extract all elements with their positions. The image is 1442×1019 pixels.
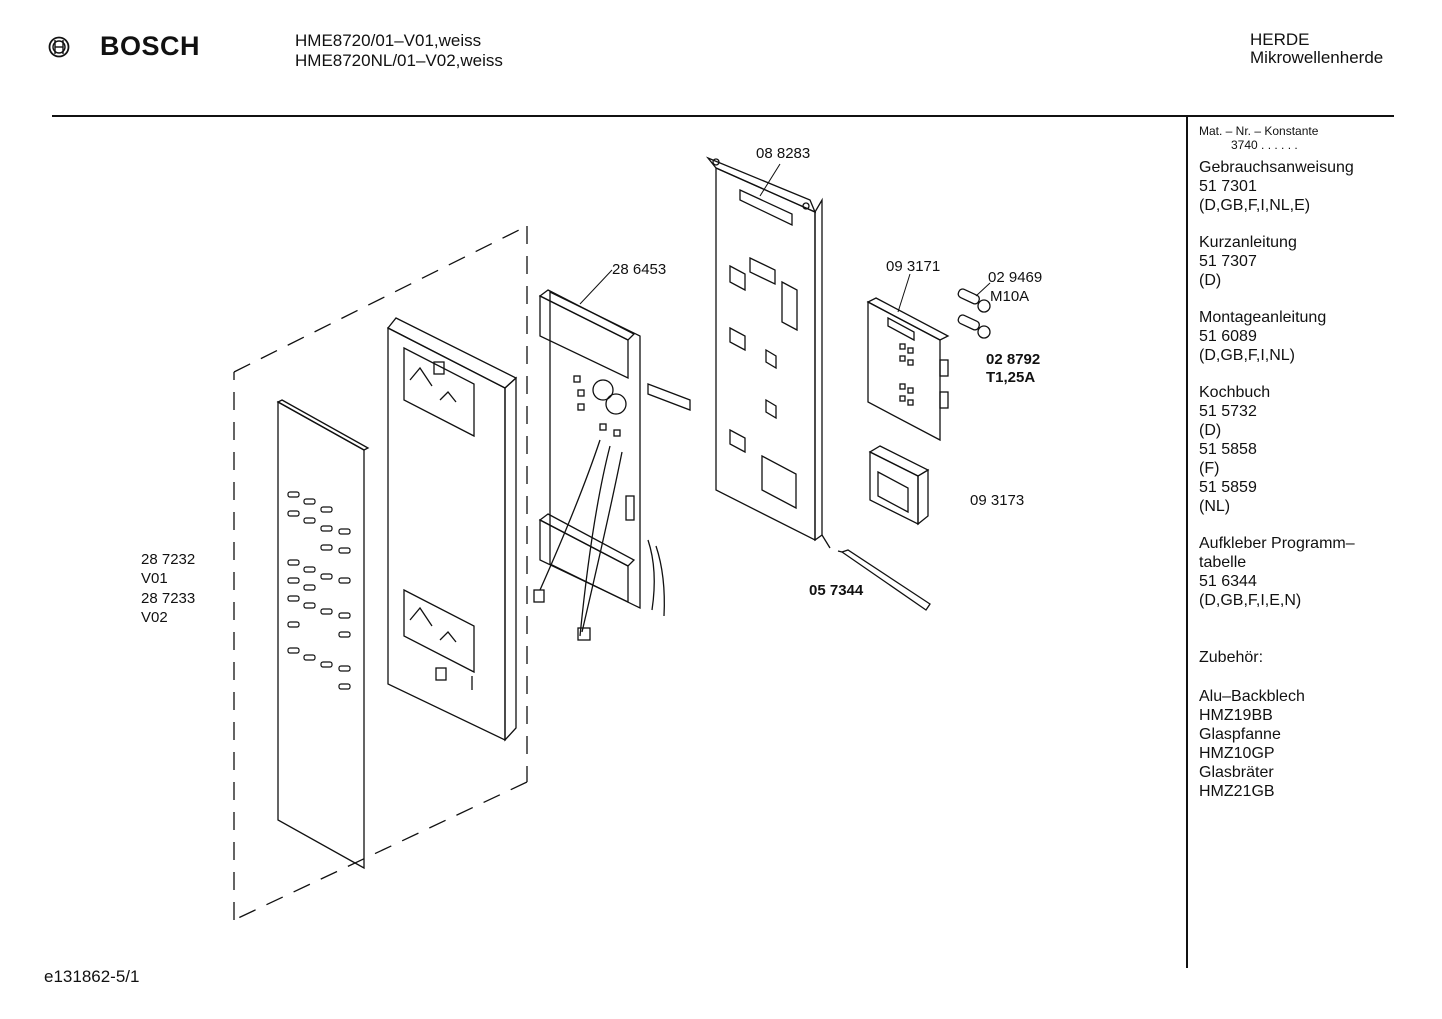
mat-value: 3740 . . . . . . [1231, 138, 1298, 152]
sidebar-line: Montageanleitung [1199, 309, 1327, 326]
sidebar-line: tabelle [1199, 554, 1247, 571]
sidebar-line: Alu–Backblech [1199, 688, 1305, 705]
sidebar-group: Kochbuch 51 5732 (D) 51 5858 (F) 51 5859 (NL) [1199, 383, 1429, 516]
sidebar-line: Aufkleber Programm– [1199, 535, 1355, 552]
sidebar-line: 51 7301 [1199, 178, 1257, 195]
mat-label: Mat. – Nr. – Konstante [1199, 124, 1319, 138]
sidebar-group: Aufkleber Programm– tabelle 51 6344 (D,GB,F… [1199, 534, 1429, 610]
label-287233: 28 7233 [141, 590, 196, 607]
document-code: e131862-5/1 [44, 967, 140, 986]
sidebar-line: (D,GB,F,I,NL) [1199, 347, 1296, 364]
model-line-1: HME8720/01–V01,weiss [295, 31, 482, 50]
dashed-frame [233, 225, 528, 921]
sidebar-line: (F) [1199, 460, 1220, 477]
sidebar-line: HMZ19BB [1199, 707, 1273, 724]
sidebar-line: (D,GB,F,I,NL,E) [1199, 197, 1311, 214]
bosch-armature-icon [48, 36, 70, 57]
panel-frame [386, 317, 518, 742]
label-287232: 28 7232 [141, 551, 196, 568]
sidebar-line: 51 6089 [1199, 328, 1257, 345]
label-093173: 09 3173 [970, 492, 1025, 509]
sidebar-line: Zubehör: [1199, 649, 1264, 666]
sidebar-line: (D,GB,F,I,E,N) [1199, 592, 1302, 609]
label-t125a: T1,25A [986, 369, 1036, 386]
sidebar-group: Kurzanleitung 51 7307 (D) [1199, 233, 1429, 290]
sidebar-line: 51 6344 [1199, 573, 1257, 590]
sidebar-line: 51 5732 [1199, 403, 1257, 420]
sidebar-group: Zubehör: [1199, 648, 1429, 667]
sidebar-line: Kurzanleitung [1199, 234, 1297, 251]
sidebar-line: Glasbräter [1199, 764, 1274, 781]
label-088283: 08 8283 [756, 145, 811, 162]
sidebar-line: 51 7307 [1199, 253, 1257, 270]
model-list: HME8720/01–V01,weiss HME8720NL/01–V02,we… [295, 31, 503, 71]
brand-name: BOSCH [100, 31, 201, 61]
chassis-bracket [705, 156, 831, 549]
category-main: HERDE [1250, 30, 1310, 49]
sidebar-group: Montageanleitung 51 6089 (D,GB,F,I,NL) [1199, 308, 1429, 365]
sidebar-groups: Gebrauchsanweisung 51 7301 (D,GB,F,I,NL,E)… [1199, 158, 1429, 801]
sidebar-line: (D) [1199, 272, 1222, 289]
sidebar-line: (D) [1199, 422, 1222, 439]
label-057344: 05 7344 [809, 582, 864, 599]
sidebar-line: (NL) [1199, 498, 1231, 515]
category-sub: Mikrowellenherde [1250, 48, 1384, 67]
model-line-2: HME8720NL/01–V02,weiss [295, 51, 503, 70]
label-028792: 02 8792 [986, 351, 1041, 368]
leader-lines [579, 163, 991, 313]
pin-tool [837, 549, 931, 611]
sidebar-line: HMZ10GP [1199, 745, 1275, 762]
sidebar-line: Kochbuch [1199, 384, 1271, 401]
front-foil [276, 399, 370, 870]
sidebar-line: 51 5859 [1199, 479, 1257, 496]
category: HERDE Mikrowellenherde [1250, 31, 1383, 67]
label-286453: 28 6453 [612, 261, 667, 278]
label-m10a: M10A [990, 288, 1030, 305]
power-module-board [866, 297, 950, 442]
transformer [868, 445, 930, 526]
sidebar-line: Gebrauchsanweisung [1199, 159, 1354, 176]
label-v01: V01 [141, 570, 168, 587]
control-pcb [533, 289, 691, 641]
brand-logo: BOSCH [48, 31, 200, 62]
sidebar: Mat. – Nr. – Konstante 3740 . . . . . . … [1199, 124, 1429, 801]
label-093171: 09 3171 [886, 258, 941, 275]
header-divider [52, 115, 1394, 117]
label-v02: V02 [141, 609, 168, 626]
sidebar-group: Gebrauchsanweisung 51 7301 (D,GB,F,I,NL,E) [1199, 158, 1429, 215]
sidebar-divider [1186, 116, 1188, 968]
fuses [957, 288, 991, 339]
foil-keys [287, 491, 351, 690]
sidebar-line: Glaspfanne [1199, 726, 1281, 743]
sidebar-line: HMZ21GB [1199, 783, 1275, 800]
sidebar-line: 51 5858 [1199, 441, 1257, 458]
label-029469: 02 9469 [988, 269, 1043, 286]
